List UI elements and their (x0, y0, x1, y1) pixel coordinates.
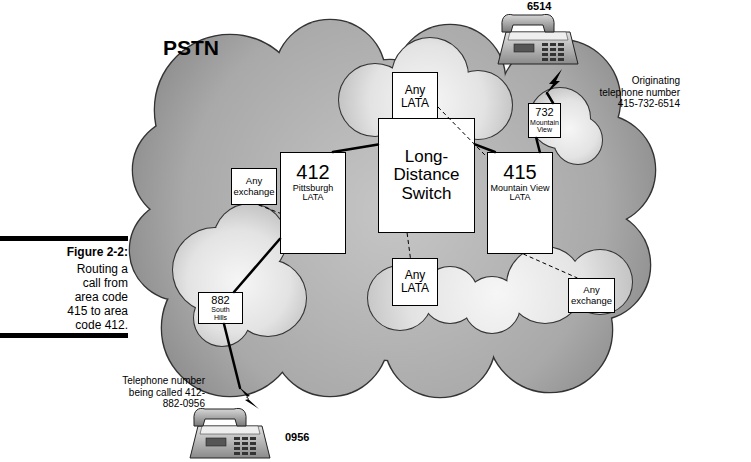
telephone-icon (190, 408, 270, 458)
box-label: Long-Distance Switch (379, 148, 474, 203)
trunk-line (475, 144, 495, 152)
area-code: 732 (535, 107, 553, 119)
exchange-box: Any exchange (568, 278, 615, 313)
phone-number-note: Telephone number being called 412-882-09… (115, 375, 205, 410)
exchange-box: 882South Hills (198, 292, 243, 324)
area-code: 415 (503, 162, 536, 184)
exchange-box: 732Mountain View (528, 103, 561, 138)
cloud-lobe (194, 290, 250, 346)
figure-caption: Routing a call from area code 415 to are… (58, 262, 128, 332)
box-label: Any exchange (569, 285, 614, 306)
extension-number: 6514 (527, 0, 567, 13)
caption-bar (0, 236, 128, 241)
outer-cloud (130, 20, 655, 397)
caption-bar (0, 333, 128, 338)
extension-number: 0956 (285, 431, 325, 444)
inner-cloud (368, 247, 632, 333)
cloud-lobe-edge (568, 250, 632, 314)
box-label: Any exchange (232, 176, 276, 197)
cloud-lobe-edge (554, 116, 602, 164)
box-label: Any LATA (393, 84, 437, 110)
optional-route (523, 254, 577, 278)
trunk-line (536, 138, 540, 152)
optional-route (407, 233, 410, 258)
box-label: Mountain View LATA (489, 184, 551, 203)
lata-box: Any LATA (392, 258, 438, 306)
figure-number: Figure 2-2: (30, 246, 128, 260)
area-code: 412 (296, 162, 329, 184)
cloud-lobe (568, 250, 632, 314)
network-cloud: PSTN Any LATA 732Mountain ViewAny exchange… (130, 18, 660, 398)
optional-route (259, 205, 280, 213)
network-name: PSTN (163, 36, 219, 60)
box-label: South Hills (208, 306, 234, 321)
area-code: 882 (211, 295, 229, 307)
cloud-lobe (554, 116, 602, 164)
lata-box: Any LATA (392, 72, 438, 122)
optional-route (438, 107, 487, 157)
box-label: Any LATA (393, 269, 437, 295)
exchange-box: Any exchange (231, 168, 277, 205)
trunk-line (234, 239, 280, 292)
phone-number-note: Originating telephone number 415-732-651… (590, 75, 680, 110)
lata-box: 415Mountain View LATA (487, 152, 553, 254)
box-label: Mountain View (529, 119, 560, 134)
box-label: Pittsburgh LATA (288, 184, 338, 203)
cloud-lobe-edge (194, 290, 250, 346)
trunk-line (333, 144, 378, 152)
switch-box: Long-Distance Switch (378, 118, 475, 233)
lata-box: 412Pittsburgh LATA (280, 152, 346, 254)
